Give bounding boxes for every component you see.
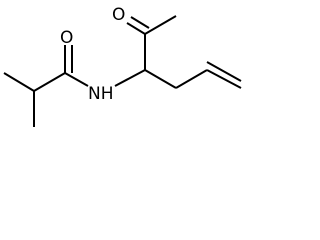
amide-nitrogen-label: NH (88, 84, 114, 104)
bond-ketone-c-o-b (130, 16, 150, 29)
bond-ketone-methyl (144, 15, 177, 35)
bond-ch-ch2 (144, 69, 177, 89)
bond-vinyl-b (206, 61, 242, 82)
ketone-oxygen-label: O (112, 5, 125, 25)
bond-ketone-c-o-a (126, 22, 146, 35)
bond-methyl-left (3, 72, 35, 92)
amide-oxygen-label: O (60, 28, 73, 48)
structural-formula: O O NH (3, 5, 242, 127)
bond-ch2-vinyl (175, 69, 208, 89)
bond-nitrogen-ch (114, 69, 146, 87)
bond-vinyl-a (206, 69, 242, 89)
bond-isopropyl-carbonyl (33, 72, 66, 92)
bond-carbonyl-nitrogen (64, 72, 89, 87)
